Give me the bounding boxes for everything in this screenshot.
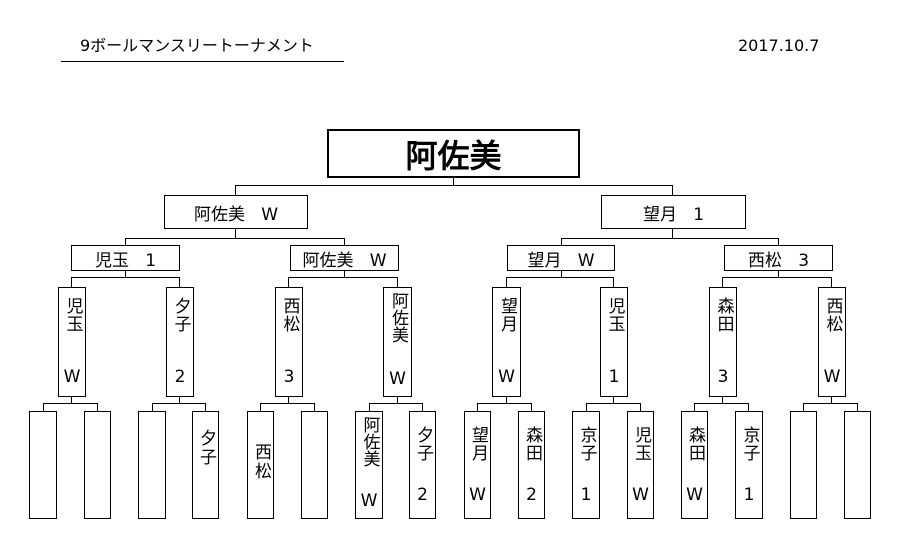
- player-name: 児玉: [62, 297, 83, 333]
- match-result: W: [469, 485, 486, 505]
- match-result: W: [823, 367, 841, 387]
- round1-box: 夕子: [192, 411, 219, 519]
- round1-box: 京子 1: [572, 411, 600, 519]
- match-result: W: [369, 250, 387, 271]
- player-name: 夕子: [413, 426, 433, 462]
- round1-box: [29, 411, 57, 519]
- player-name: 夕子: [170, 297, 191, 333]
- round2-box: 阿佐美 W: [383, 287, 412, 397]
- round1-box: 森田 2: [518, 411, 545, 519]
- quarterfinal-box: 児玉 1: [71, 245, 180, 271]
- round2-box: 児玉 W: [58, 287, 86, 397]
- player-name: 望月: [527, 250, 562, 271]
- quarterfinal-box: 望月 W: [507, 245, 615, 271]
- match-result: W: [577, 250, 595, 271]
- champion-box: 阿佐美: [327, 129, 580, 178]
- player-name: 阿佐美: [193, 204, 245, 225]
- round1-box: [138, 411, 166, 519]
- match-result: 1: [580, 485, 592, 505]
- match-result: W: [686, 485, 703, 505]
- match-result: W: [632, 485, 649, 505]
- player-name: 児玉: [604, 297, 625, 333]
- player-name: 京子: [739, 426, 760, 462]
- player-name: 望月: [642, 204, 677, 225]
- round1-box: 西松: [247, 411, 274, 519]
- player-name: 森田: [713, 297, 734, 333]
- match-result: W: [360, 491, 378, 511]
- round1-box: [790, 411, 817, 519]
- round2-box: 西松 W: [818, 287, 846, 397]
- player-name: 西松: [279, 297, 300, 333]
- match-result: 1: [693, 204, 705, 225]
- player-name: 望月: [497, 297, 517, 333]
- match-result: W: [63, 367, 81, 387]
- semifinal-box: 望月 1: [601, 195, 746, 229]
- player-name: 望月: [468, 426, 488, 462]
- player-name: 阿佐美: [388, 292, 408, 343]
- round1-box: 望月 W: [464, 411, 491, 519]
- match-result: W: [261, 204, 279, 225]
- player-name: 児玉: [631, 426, 651, 462]
- player-name: 阿佐美: [359, 416, 380, 467]
- match-result: W: [498, 367, 515, 387]
- player-name: 西松: [822, 297, 843, 333]
- player-name: 京子: [576, 426, 597, 462]
- match-result: 1: [145, 250, 157, 271]
- player-name: 西松: [251, 443, 271, 481]
- tournament-date: 2017.10.7: [738, 36, 820, 55]
- quarterfinal-box: 西松 3: [724, 245, 833, 271]
- match-result: 3: [717, 367, 729, 387]
- round1-box: 森田 W: [681, 411, 708, 519]
- champion-name: 阿佐美: [405, 136, 502, 175]
- round1-box: 京子 1: [735, 411, 763, 519]
- match-result: 1: [608, 367, 620, 387]
- player-name: 児玉: [94, 250, 129, 271]
- round2-box: 西松 3: [275, 287, 303, 397]
- round1-box: 阿佐美 W: [355, 411, 383, 519]
- round2-box: 夕子 2: [166, 287, 194, 397]
- round1-box: [301, 411, 328, 519]
- title-underline: [61, 61, 344, 62]
- round2-box: 森田 3: [709, 287, 737, 397]
- tournament-title: 9ボールマンスリートーナメント: [80, 36, 314, 55]
- player-name: 夕子: [196, 429, 216, 467]
- player-name: 西松: [747, 250, 782, 271]
- match-result: 3: [283, 367, 295, 387]
- player-name: 阿佐美: [302, 250, 354, 271]
- player-name: 森田: [685, 426, 705, 462]
- match-result: W: [389, 369, 406, 389]
- player-name: 森田: [522, 426, 542, 462]
- match-result: 2: [174, 367, 186, 387]
- quarterfinal-box: 阿佐美 W: [290, 245, 399, 271]
- round1-box: 夕子 2: [409, 411, 436, 519]
- match-result: 3: [798, 250, 810, 271]
- match-result: 1: [743, 485, 755, 505]
- match-result: 2: [417, 485, 428, 505]
- round1-box: [844, 411, 871, 519]
- round1-box: 児玉 W: [627, 411, 654, 519]
- match-result: 2: [526, 485, 537, 505]
- round2-box: 望月 W: [492, 287, 521, 397]
- round1-box: [84, 411, 111, 519]
- semifinal-box: 阿佐美 W: [164, 195, 308, 229]
- round2-box: 児玉 1: [600, 287, 628, 397]
